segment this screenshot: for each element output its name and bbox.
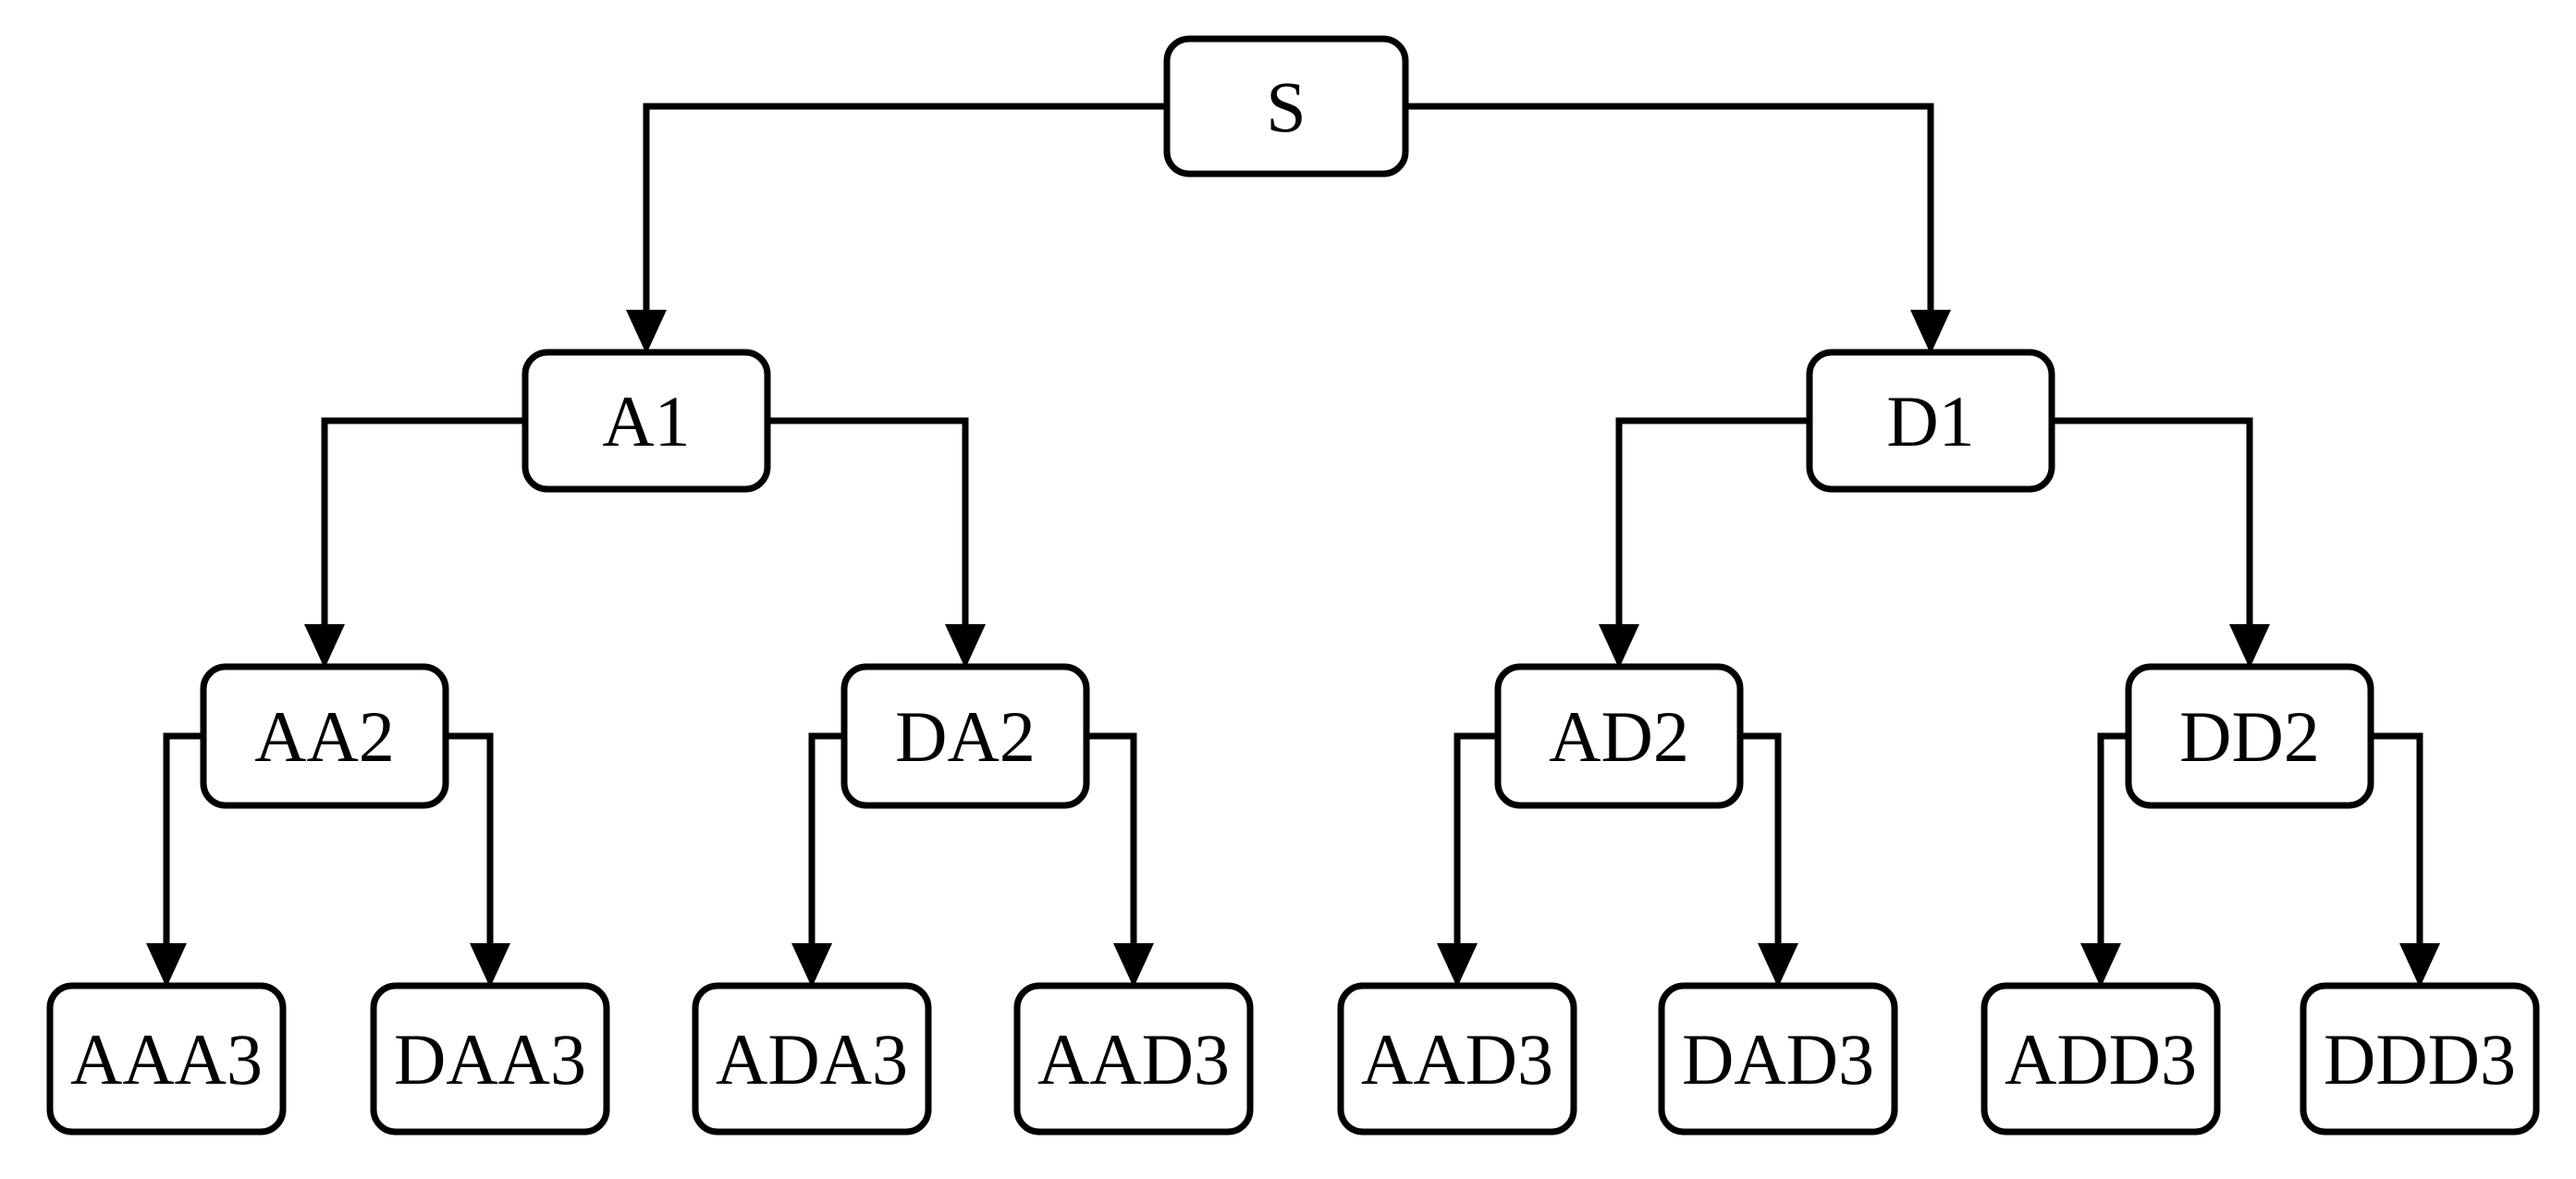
node-label-AAD3_b: AAD3 — [1361, 1019, 1553, 1099]
edge-DA2-AAD3_a — [1086, 732, 1154, 988]
node-DA2: DA2 — [840, 663, 1090, 809]
node-box-DAA3 — [370, 982, 610, 1136]
arrowhead-icon — [304, 624, 345, 669]
arrowhead-icon — [945, 624, 986, 669]
node-AAA3: AAA3 — [46, 982, 287, 1136]
edge-line — [2371, 732, 2423, 951]
edge-S-D1 — [1405, 103, 1951, 354]
node-box-DD2 — [2125, 663, 2374, 809]
node-DD2: DD2 — [2125, 663, 2374, 809]
edge-line — [1740, 732, 1782, 951]
node-label-DDD3: DDD3 — [2324, 1019, 2516, 1099]
node-label-DAA3: DAA3 — [394, 1019, 586, 1099]
edge-D1-AD2 — [1599, 417, 1809, 669]
arrowhead-icon — [1437, 943, 1478, 988]
node-AD2: AD2 — [1494, 663, 1744, 809]
arrowhead-icon — [1910, 310, 1951, 354]
edge-DD2-DDD3 — [2371, 732, 2440, 988]
edge-line — [643, 103, 1167, 317]
node-DAA3: DAA3 — [370, 982, 610, 1136]
node-A1: A1 — [521, 349, 771, 493]
node-label-D1: D1 — [1886, 381, 1974, 461]
edge-A1-AA2 — [304, 417, 525, 669]
edge-DD2-ADD3 — [2080, 732, 2128, 988]
node-box-DDD3 — [2300, 982, 2540, 1136]
edge-line — [163, 732, 203, 951]
edge-AD2-DAD3 — [1740, 732, 1798, 988]
arrowhead-icon — [470, 943, 510, 988]
edge-line — [321, 417, 525, 632]
arrowhead-icon — [1758, 943, 1798, 988]
node-box-A1 — [521, 349, 771, 493]
arrowhead-icon — [626, 310, 667, 354]
node-box-AA2 — [200, 663, 449, 809]
node-label-AA2: AA2 — [254, 696, 395, 777]
node-DDD3: DDD3 — [2300, 982, 2540, 1136]
arrowhead-icon — [1113, 943, 1154, 988]
edge-line — [446, 732, 494, 951]
edge-AA2-AAA3 — [146, 732, 203, 988]
node-S: S — [1163, 35, 1409, 178]
arrowhead-icon — [2229, 624, 2270, 669]
node-label-A1: A1 — [602, 381, 690, 461]
node-label-AD2: AD2 — [1549, 696, 1689, 777]
node-ADD3: ADD3 — [1981, 982, 2221, 1136]
node-label-ADA3: ADA3 — [716, 1019, 908, 1099]
node-box-AAD3_b — [1337, 982, 1577, 1136]
edge-line — [767, 417, 969, 632]
node-AAD3_b: AAD3 — [1337, 982, 1577, 1136]
arrowhead-icon — [1599, 624, 1639, 669]
node-label-S: S — [1266, 67, 1306, 147]
node-label-ADD3: ADD3 — [2005, 1019, 2197, 1099]
node-label-DA2: DA2 — [895, 696, 1036, 777]
node-box-AAA3 — [46, 982, 287, 1136]
edge-line — [1405, 103, 1934, 317]
node-box-DA2 — [840, 663, 1090, 809]
node-box-ADD3 — [1981, 982, 2221, 1136]
arrowhead-icon — [2399, 943, 2440, 988]
node-AA2: AA2 — [200, 663, 449, 809]
edge-DA2-ADA3 — [791, 732, 844, 988]
edge-line — [2097, 732, 2128, 951]
node-label-AAA3: AAA3 — [70, 1019, 263, 1099]
node-AAD3_a: AAD3 — [1013, 982, 1254, 1136]
node-box-AD2 — [1494, 663, 1744, 809]
edge-AD2-AAD3_b — [1437, 732, 1498, 988]
edge-line — [808, 732, 844, 951]
node-label-DAD3: DAD3 — [1682, 1019, 1874, 1099]
edge-A1-DA2 — [767, 417, 986, 669]
node-label-AAD3_a: AAD3 — [1037, 1019, 1230, 1099]
edge-line — [1615, 417, 1809, 632]
node-D1: D1 — [1806, 349, 2055, 493]
arrowhead-icon — [2080, 943, 2121, 988]
edge-line — [1086, 732, 1137, 951]
node-box-DAD3 — [1658, 982, 1898, 1136]
node-box-D1 — [1806, 349, 2055, 493]
node-label-DD2: DD2 — [2179, 696, 2320, 777]
node-box-S — [1163, 35, 1409, 178]
edge-line — [1454, 732, 1498, 951]
node-ADA3: ADA3 — [692, 982, 932, 1136]
arrowhead-icon — [146, 943, 187, 988]
arrowhead-icon — [791, 943, 832, 988]
edge-line — [2052, 417, 2253, 632]
node-box-AAD3_a — [1013, 982, 1254, 1136]
edge-D1-DD2 — [2052, 417, 2270, 669]
edge-AA2-DAA3 — [446, 732, 510, 988]
node-DAD3: DAD3 — [1658, 982, 1898, 1136]
node-box-ADA3 — [692, 982, 932, 1136]
edge-S-A1 — [626, 103, 1167, 354]
